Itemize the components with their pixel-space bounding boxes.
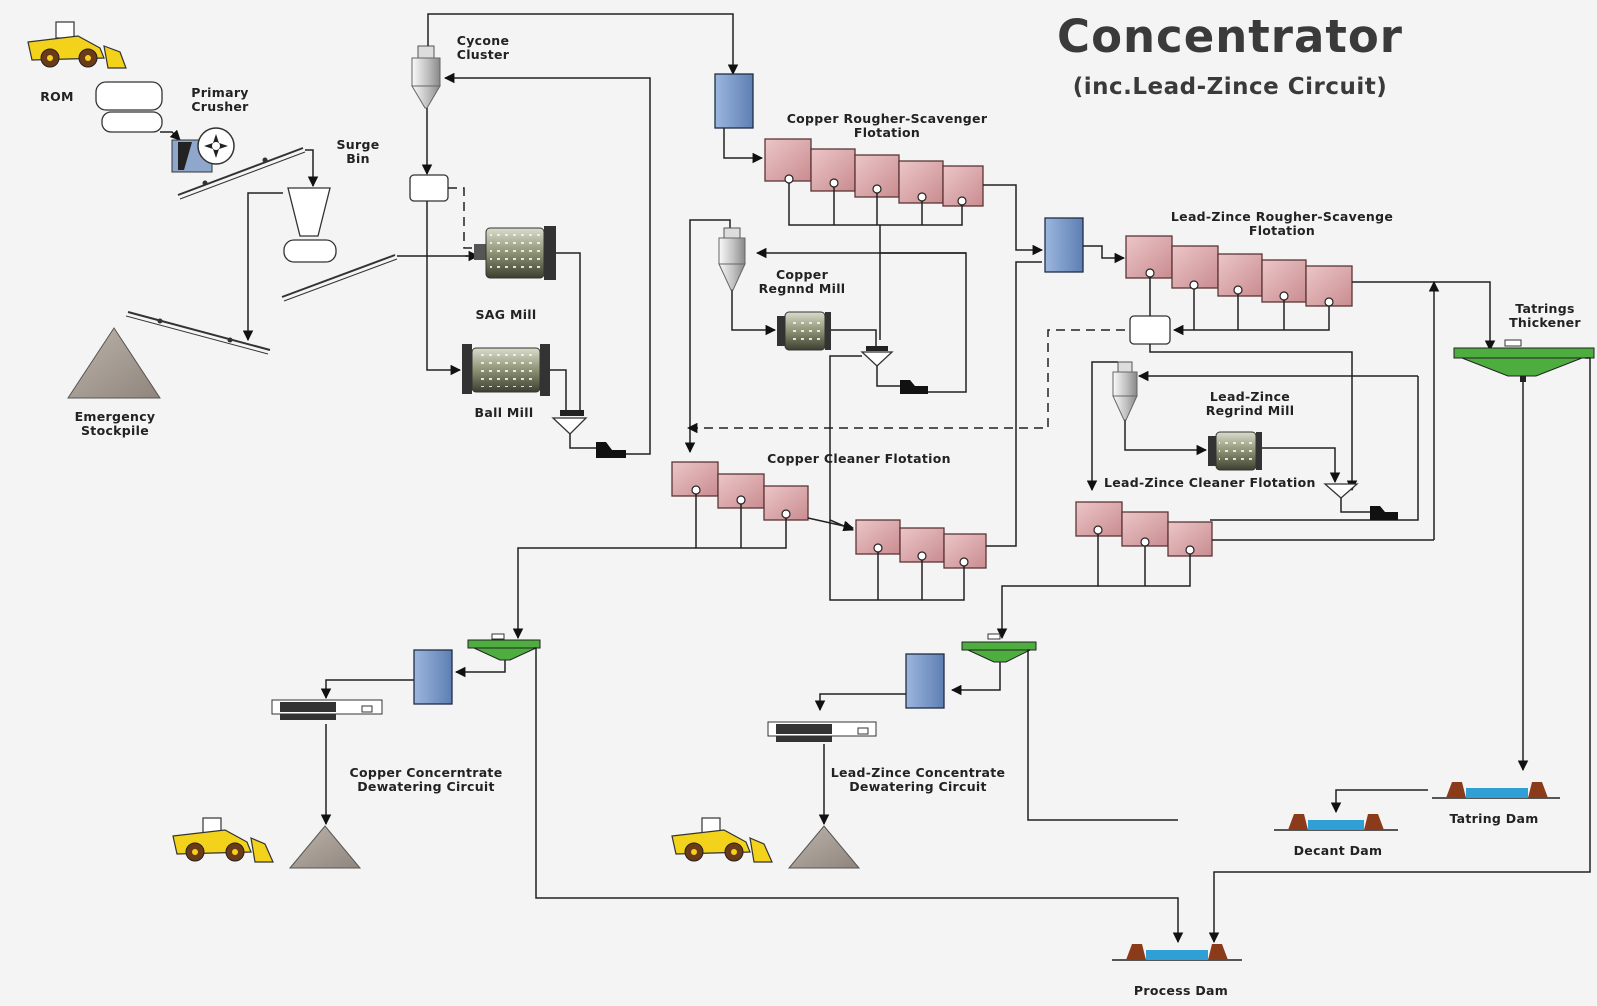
dewatering-tank (413, 649, 453, 705)
rom-bin-icon (95, 81, 163, 133)
sump-icon (551, 410, 588, 435)
ball-mill-icon (462, 344, 550, 396)
label-surge-bin: Surge Bin (336, 137, 380, 166)
sag-mill-icon (474, 226, 556, 280)
distributor-box (409, 174, 449, 202)
conveyor-3 (125, 311, 271, 355)
label-cyclone-cluster: Cycone Cluster (456, 33, 510, 62)
label-primary-crusher: Primary Crusher (191, 85, 249, 114)
loader-icon (27, 21, 127, 69)
label-tailing-dam: Tatring Dam (1449, 811, 1539, 826)
label-copper-cleaner: Copper Cleaner Flotation (767, 451, 951, 466)
dam-icon (1112, 944, 1242, 961)
filter-press-icon (271, 699, 383, 720)
label-copper-regrind: Copper Regnnd Mill (758, 267, 846, 296)
dam-icon (1274, 814, 1398, 831)
dewatering-tank (905, 653, 945, 709)
slurry-pump-icon (1370, 506, 1398, 520)
label-sag-mill: SAG Mill (475, 307, 537, 322)
primary-crusher-icon (171, 127, 235, 173)
stockpile-pile-icon (787, 825, 861, 869)
cyclone-icon (1112, 361, 1138, 421)
label-decant-dam: Decant Dam (1293, 843, 1383, 858)
label-leadzinc-rougher: Lead-Zince Rougher-Scavenge Flotation (1170, 209, 1394, 238)
sump-icon (860, 346, 894, 367)
label-process-dam: Process Dam (1133, 983, 1229, 998)
label-leadzinc-cleaner: Lead-Zince Cleaner Flotation (1104, 475, 1316, 490)
copper-rougher-cells (764, 138, 984, 207)
stockpile-pile-icon (288, 825, 362, 869)
stockpile-pile-icon (67, 327, 161, 399)
conditioning-tank (714, 73, 754, 129)
label-ball-mill: Ball Mill (474, 405, 534, 420)
label-rom: ROM (40, 89, 74, 104)
cyclone-icon (411, 45, 441, 109)
thickener-icon (1453, 339, 1595, 382)
dam-icon (1432, 782, 1560, 799)
cyclone-icon (718, 227, 746, 291)
filter-press-icon (767, 721, 877, 742)
slurry-pump-icon (900, 380, 928, 394)
conveyor-2 (281, 254, 398, 302)
copper-cleaner-cells-1 (671, 461, 809, 521)
label-copper-rougher: Copper Rougher-Scavenger Flotation (786, 111, 988, 140)
loader-icon (172, 817, 274, 863)
label-leadzinc-dewatering: Lead-Zince Concentrate Dewatering Circui… (830, 765, 1006, 794)
leadzinc-regrind-mill-icon (1208, 431, 1262, 471)
copper-regrind-mill-icon (777, 311, 831, 351)
page-subtitle: (inc.Lead-Zince Circuit) (1072, 74, 1388, 100)
slurry-pump-icon (596, 442, 626, 458)
thickener-icon (961, 633, 1037, 663)
surge-bin-icon (283, 187, 337, 263)
sump-icon (1323, 483, 1359, 499)
leadzinc-cleaner-cells (1075, 501, 1213, 557)
conditioning-tank (1044, 217, 1084, 273)
copper-cleaner-cells-2 (855, 519, 987, 569)
page-title: Concentrator (1057, 10, 1403, 63)
loader-icon (671, 817, 773, 863)
label-emergency-stockpile: Emergency Stockpile (74, 409, 156, 438)
distributor-box (1129, 315, 1171, 345)
label-tailings-thickener: Tatrings Thickener (1509, 301, 1581, 330)
conveyor-1 (177, 147, 306, 200)
label-copper-dewatering: Copper Concerntrate Dewatering Circuit (349, 765, 503, 794)
thickener-icon (467, 633, 541, 661)
leadzinc-rougher-cells (1125, 235, 1353, 307)
label-leadzinc-regrind: Lead-Zince Regrind Mill (1205, 389, 1295, 418)
